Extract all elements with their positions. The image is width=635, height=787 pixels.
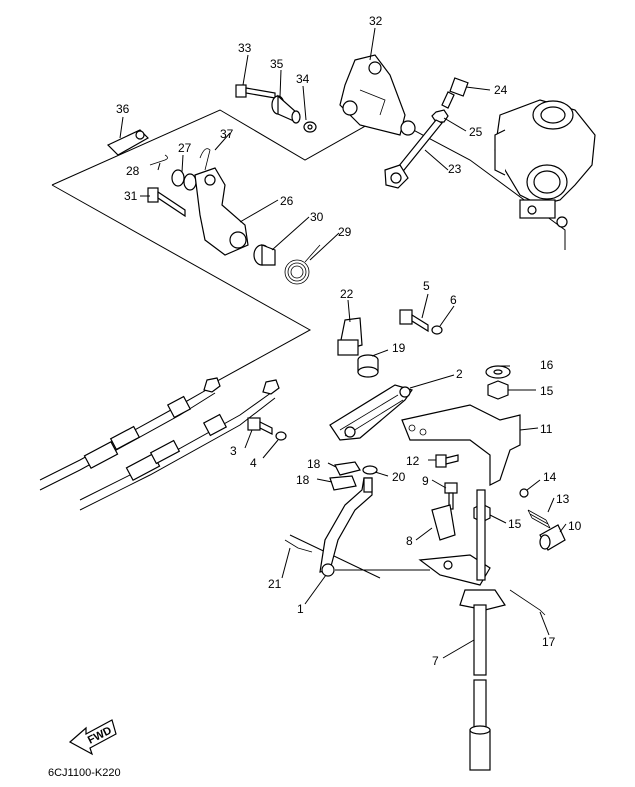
washer-20 [362,465,378,475]
bolt-33 [235,84,276,99]
lever-26 [194,167,249,256]
pin-21 [284,539,313,553]
callout-29: 29 [338,225,352,239]
callout-21: 21 [268,577,282,591]
callout-11: 11 [540,422,553,436]
callout-36: 36 [116,102,130,116]
callout-33: 33 [238,41,252,55]
rod-23 [384,119,443,189]
callout-23: 23 [448,162,462,176]
pin-17 [509,589,546,616]
clip-28 [149,154,168,166]
callout-12: 12 [406,454,420,468]
callout-30: 30 [310,210,324,224]
bolt-9 [444,482,458,510]
callout-3: 3 [230,444,237,458]
callout-19: 19 [392,341,406,355]
callout-22: 22 [340,287,354,301]
callout-28: 28 [126,164,140,178]
pin-37 [199,148,211,171]
washer-16 [485,365,511,379]
callout-2: 2 [456,367,463,381]
callout-17: 17 [542,635,556,649]
callout-4: 4 [250,456,257,470]
washer-4 [275,431,287,441]
callout-35: 35 [270,57,284,71]
mid-guide-line [289,534,381,579]
callout-16: 16 [540,358,554,372]
washer-34 [303,121,317,133]
callout-31: 31 [124,189,138,203]
bracket-2 [329,384,413,441]
lower-boundary-line [51,184,312,386]
callout-18a: 18 [307,457,321,471]
callout-27: 27 [178,141,192,155]
callout-14: 14 [543,470,557,484]
fwd-arrow-icon: FWD [68,719,117,756]
washer-6 [431,325,443,335]
plunger-10 [539,524,566,551]
callout-24: 24 [494,83,508,97]
callout-8: 8 [406,534,413,548]
callout-32: 32 [369,14,383,28]
collar-27 [171,169,197,191]
throttle-body [494,99,596,228]
callout-5: 5 [423,279,430,293]
bolt-31 [147,187,186,218]
collar-19 [357,354,379,378]
throttle-cables [39,377,280,511]
bolt-12 [435,454,459,468]
collar-30 [253,244,276,266]
diagram-code: 6CJ1100-K220 [48,767,121,779]
callout-34: 34 [296,72,310,86]
callout-7: 7 [432,654,439,668]
bolt-3 [247,417,273,435]
collar-35 [271,94,301,124]
nut-15-upper [487,380,509,400]
callout-18b: 18 [296,473,310,487]
bracket-11 [401,404,521,486]
callout-13: 13 [556,492,570,506]
callouts: 1 2 3 4 5 6 7 8 9 10 11 12 13 14 15 15 1… [116,14,582,668]
nut-25 [431,109,449,123]
callout-37: 37 [220,127,234,141]
callout-10: 10 [568,519,582,533]
shaft-7 [459,489,506,771]
plate-8 [418,504,491,586]
callout-20: 20 [392,470,406,484]
plate-18 [329,461,361,491]
callout-1: 1 [297,602,304,616]
spring-13 [527,509,551,529]
bolt-5 [399,309,429,333]
callout-15a: 15 [508,517,522,531]
callout-25: 25 [469,125,483,139]
spring-29 [284,244,321,285]
link-22 [337,317,363,356]
joint-36 [106,129,149,156]
callout-6: 6 [450,293,457,307]
callout-9: 9 [422,474,429,488]
lever-1 [319,477,373,577]
lever-32 [339,54,416,136]
leader-lines [119,27,567,659]
callout-15b: 15 [540,384,554,398]
callout-26: 26 [280,194,294,208]
ball-14 [519,488,529,498]
joint-24 [441,77,469,109]
